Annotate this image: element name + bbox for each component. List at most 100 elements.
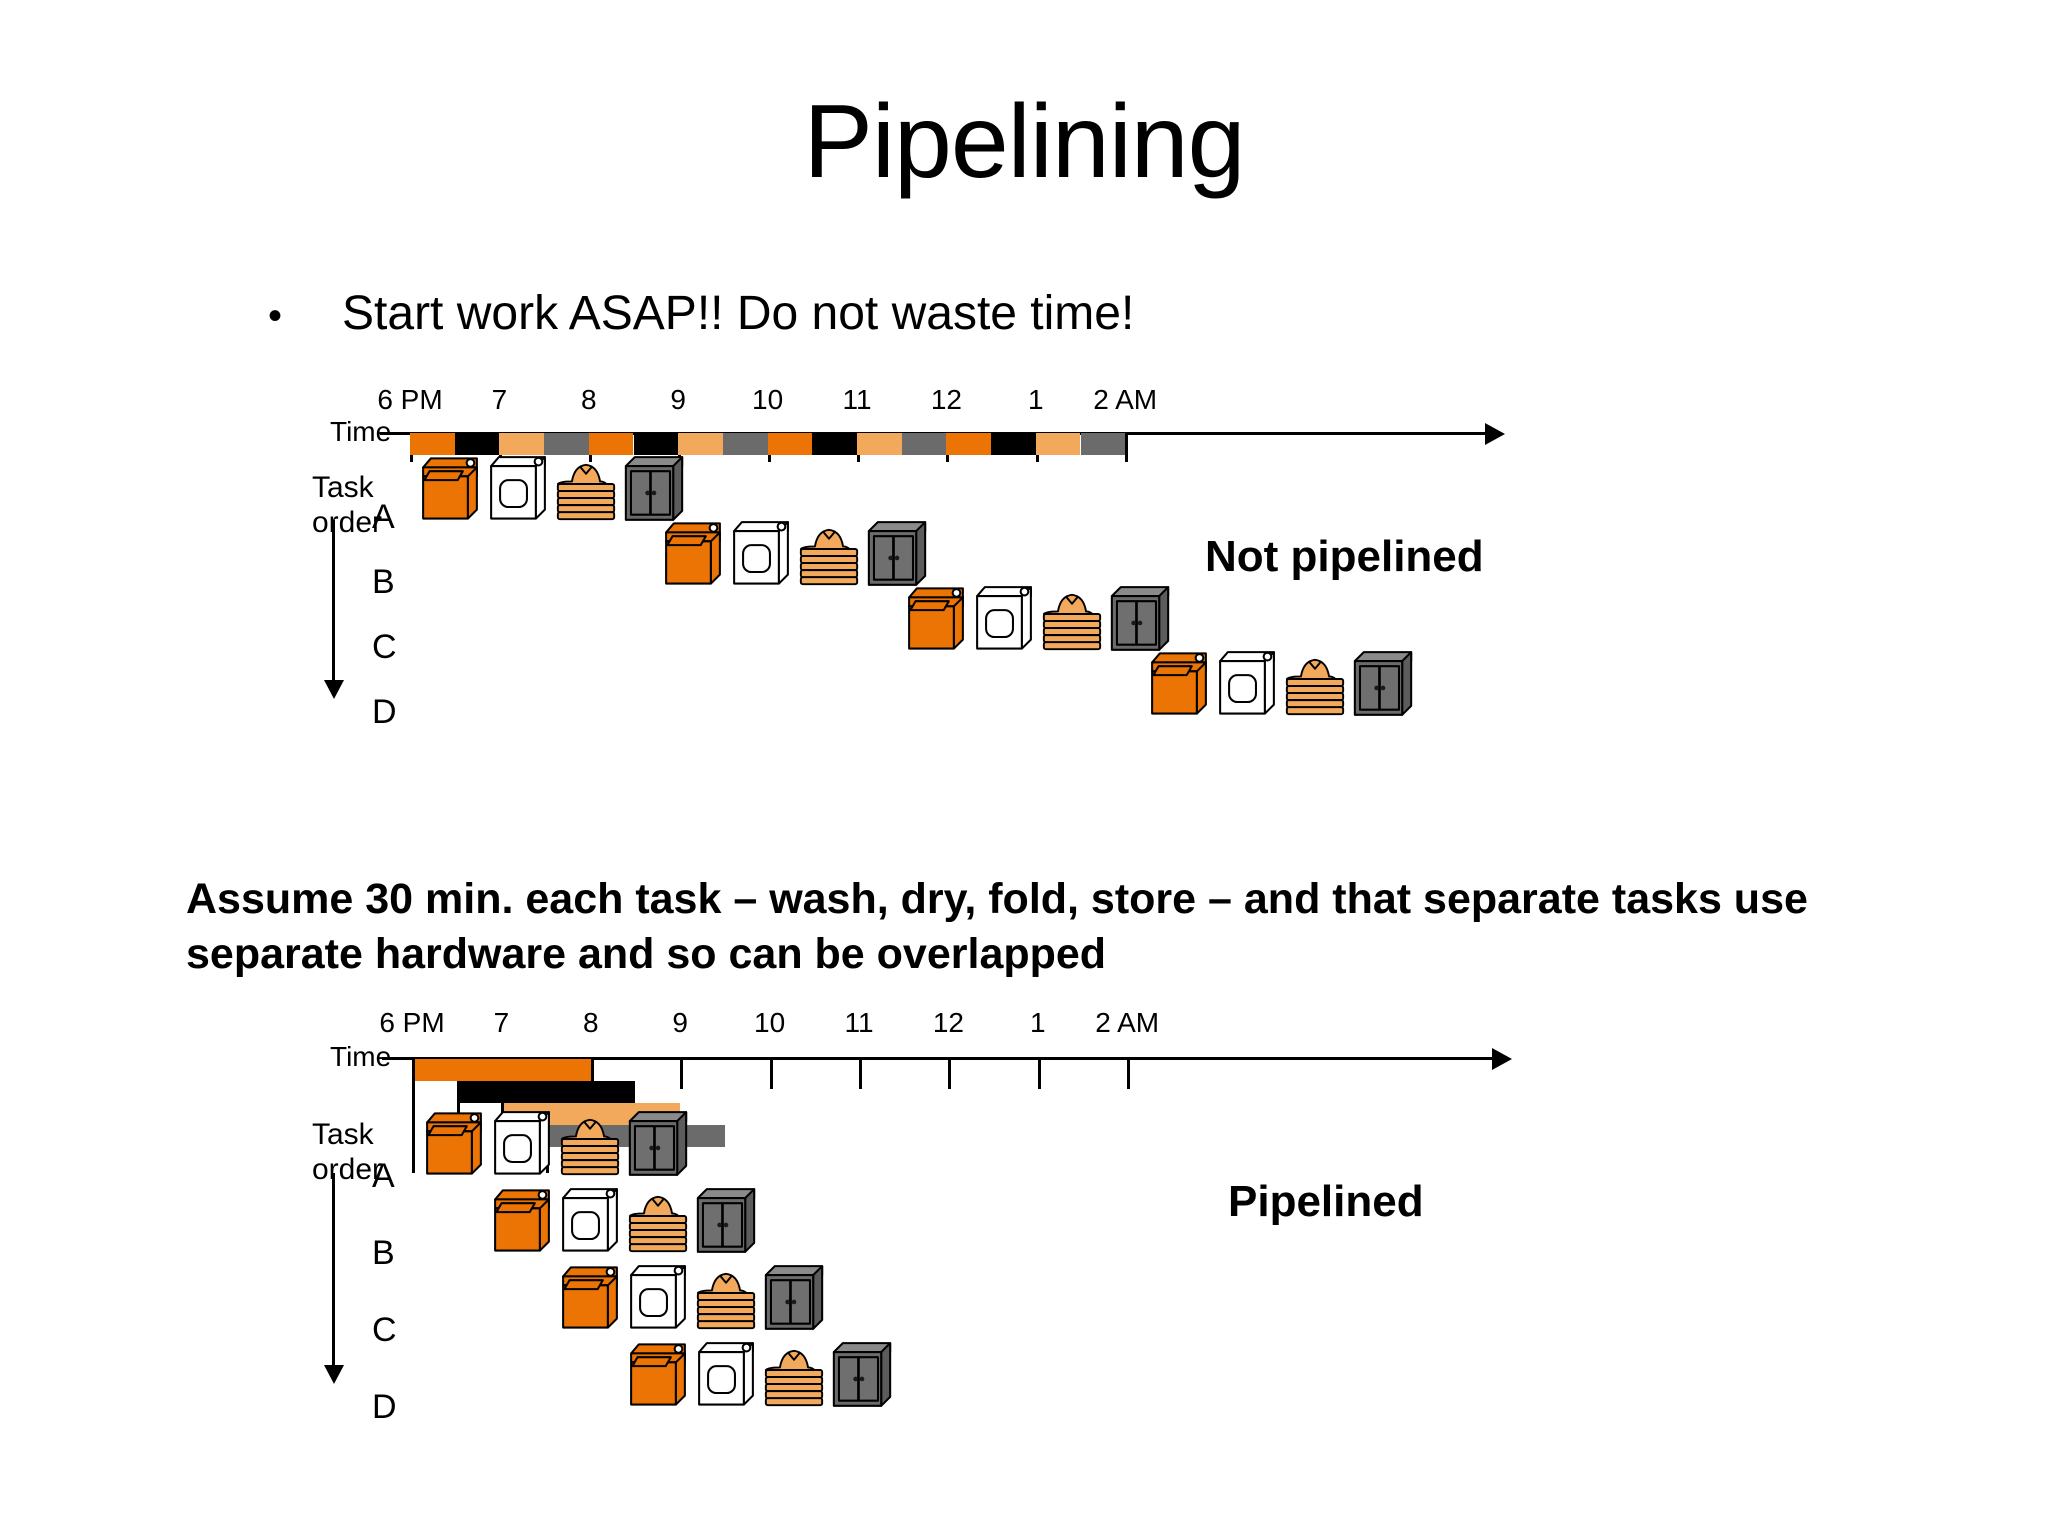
- timeline-segment-dry: [454, 433, 500, 455]
- axis-tick: [590, 1059, 594, 1089]
- task-order-arrow-line: [332, 1173, 335, 1365]
- clothes-dryer-icon: [490, 1107, 554, 1176]
- wardrobe-icon: [865, 517, 929, 586]
- task-row-label-a: A: [372, 498, 395, 536]
- task-row-label-d: D: [372, 693, 397, 731]
- task-order-arrow-line: [332, 520, 335, 680]
- task-row-label-b: B: [372, 1234, 395, 1272]
- diagram-caption: Not pipelined: [1205, 532, 1484, 581]
- task-row-label-a: A: [372, 1157, 395, 1195]
- timeline-segment-dry: [633, 433, 679, 455]
- axis-tick-label: 7: [493, 1007, 510, 1038]
- washing-machine-icon: [1147, 647, 1211, 716]
- axis-tick: [1037, 1059, 1041, 1089]
- bar-guide-tick: [412, 1059, 415, 1173]
- axis-tick-label: 12: [932, 1007, 964, 1038]
- task-row-label-d: D: [372, 1388, 397, 1426]
- clothes-dryer-icon: [972, 582, 1036, 651]
- timeline-segment-wash: [588, 433, 634, 455]
- washing-machine-icon: [626, 1338, 690, 1407]
- folded-clothes-icon: [1283, 647, 1347, 716]
- folded-clothes-icon: [797, 517, 861, 586]
- washing-machine-icon: [904, 582, 968, 651]
- bullet-item-label: Start work ASAP!! Do not waste time!: [342, 287, 1135, 340]
- clothes-dryer-icon: [729, 517, 793, 586]
- time-axis-label: Time: [330, 1041, 392, 1072]
- axis-tick-label: 2 AM: [1095, 1007, 1160, 1038]
- washing-machine-icon: [422, 1107, 486, 1176]
- task-row-label-b: B: [372, 563, 395, 601]
- axis-tick-label: 2 AM: [1093, 384, 1158, 415]
- axis-tick-label: 6 PM: [379, 1007, 445, 1038]
- axis-tick: [680, 1059, 684, 1089]
- timeline-segment-wash: [767, 433, 813, 455]
- wardrobe-icon: [622, 452, 686, 521]
- task-order-arrow-icon: [324, 1365, 344, 1384]
- washing-machine-icon: [661, 517, 725, 586]
- page-title: Pipelining: [803, 84, 1246, 200]
- task-row-c: [558, 1261, 830, 1330]
- axis-tick: [859, 1059, 862, 1089]
- axis-tick-label: 11: [842, 384, 872, 415]
- time-axis-arrow-icon: [1492, 1048, 1512, 1070]
- timeline-segment-fold: [499, 433, 545, 455]
- task-row-b: [661, 517, 933, 586]
- task-row-b: [490, 1184, 762, 1253]
- assumption-text: Assume 30 min. each task – wash, dry, fo…: [186, 875, 1808, 979]
- task-row-label-c: C: [372, 628, 397, 666]
- washing-machine-icon: [418, 452, 482, 521]
- axis-tick: [769, 1059, 773, 1089]
- timeline-segment-store: [1080, 433, 1126, 455]
- time-axis-label: Time: [330, 416, 392, 447]
- task-row-c: [904, 582, 1176, 651]
- washing-machine-icon: [490, 1184, 554, 1253]
- axis-tick: [948, 1059, 952, 1089]
- timeline-bar-dry: [456, 1081, 636, 1103]
- time-axis-line: [382, 1057, 1492, 1060]
- axis-tick-label: 10: [754, 1007, 786, 1038]
- axis-tick-label: 9: [672, 1007, 688, 1038]
- axis-tick: [1127, 1059, 1131, 1089]
- clothes-dryer-icon: [694, 1338, 758, 1407]
- axis-tick-label: 7: [491, 384, 508, 415]
- folded-clothes-icon: [694, 1261, 758, 1330]
- bullet-marker-icon: •: [268, 294, 283, 338]
- wardrobe-icon: [1351, 647, 1415, 716]
- wardrobe-icon: [1108, 582, 1172, 651]
- task-row-label-c: C: [372, 1311, 397, 1349]
- timeline-segment-store: [722, 433, 768, 455]
- clothes-dryer-icon: [486, 452, 550, 521]
- axis-tick-label: 8: [581, 384, 597, 415]
- folded-clothes-icon: [762, 1338, 826, 1407]
- timeline-segment-dry: [991, 433, 1036, 455]
- timeline-segment-dry: [812, 433, 857, 455]
- axis-tick-label: 10: [752, 384, 784, 415]
- axis-tick: [1125, 434, 1129, 462]
- axis-tick-label: 1: [1028, 384, 1044, 415]
- diagram-caption: Pipelined: [1228, 1177, 1424, 1226]
- washing-machine-icon: [558, 1261, 622, 1330]
- timeline-bar-wash: [412, 1059, 591, 1081]
- wardrobe-icon: [830, 1338, 894, 1407]
- timeline-segment-fold: [678, 433, 723, 455]
- axis-tick-label: 8: [583, 1007, 599, 1038]
- folded-clothes-icon: [558, 1107, 622, 1176]
- axis-tick-label: 9: [670, 384, 686, 415]
- timeline-segment-fold: [1035, 433, 1081, 455]
- axis-tick-label: 11: [844, 1007, 874, 1038]
- wardrobe-icon: [626, 1107, 690, 1176]
- timeline-segment-fold: [857, 433, 902, 455]
- clothes-dryer-icon: [558, 1184, 622, 1253]
- folded-clothes-icon: [1040, 582, 1104, 651]
- timeline-segment-wash: [410, 433, 455, 455]
- axis-tick-label: 12: [930, 384, 962, 415]
- task-row-a: [422, 1107, 694, 1176]
- axis-tick-label: 1: [1030, 1007, 1046, 1038]
- timeline-segment-store: [544, 433, 589, 455]
- timeline-segment-store: [901, 433, 947, 455]
- time-axis-arrow-icon: [1485, 423, 1505, 445]
